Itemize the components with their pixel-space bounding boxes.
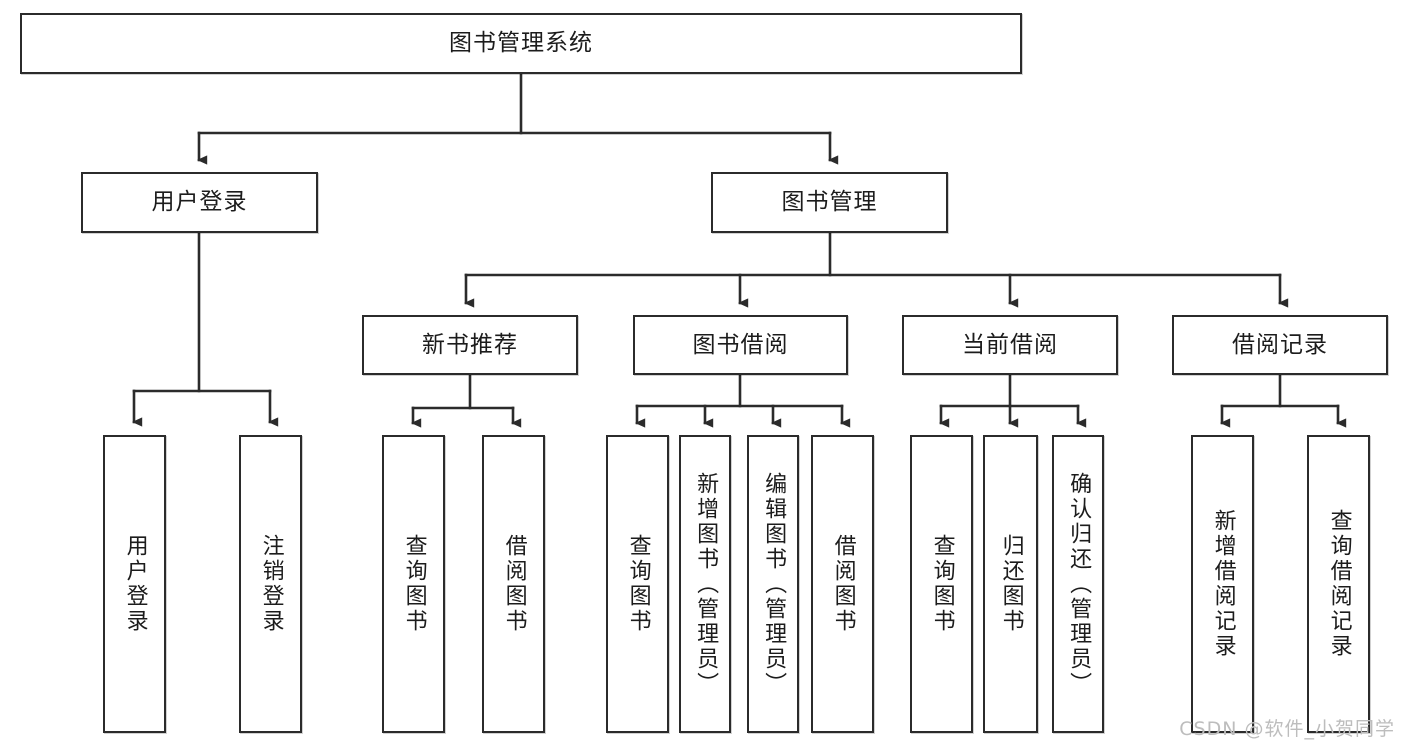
node-book-management-label: 图书管理 [781,189,878,216]
node-book-borrow[interactable]: 图书借阅 [633,315,848,375]
leaf-borrow-edit-book-admin[interactable]: 编辑图书（管理员） [747,435,799,733]
leaf-current-return-book[interactable]: 归还图书 [983,435,1038,733]
node-root[interactable]: 图书管理系统 [20,13,1022,74]
leaf-label: 查询图书 [625,534,651,634]
leaf-recommend-borrow-book[interactable]: 借阅图书 [482,435,545,733]
leaf-label: 注销登录 [258,534,284,634]
leaf-record-add-record[interactable]: 新增借阅记录 [1191,435,1254,733]
node-user-login[interactable]: 用户登录 [81,172,318,233]
leaf-label: 编辑图书（管理员） [761,471,787,697]
node-root-label: 图书管理系统 [449,30,593,57]
node-book-management[interactable]: 图书管理 [711,172,948,233]
leaf-label: 用户登录 [122,534,148,634]
node-borrow-record-label: 借阅记录 [1232,331,1328,358]
leaf-label: 借阅图书 [830,534,856,634]
node-new-book-recommend[interactable]: 新书推荐 [362,315,578,375]
leaf-record-query-record[interactable]: 查询借阅记录 [1307,435,1370,733]
node-new-book-recommend-label: 新书推荐 [422,331,518,358]
leaf-user-login-logout[interactable]: 注销登录 [239,435,302,733]
node-current-borrow[interactable]: 当前借阅 [902,315,1118,375]
leaf-current-query-book[interactable]: 查询图书 [910,435,973,733]
node-borrow-record[interactable]: 借阅记录 [1172,315,1388,375]
leaf-label: 查询图书 [401,534,427,634]
leaf-borrow-borrow-book[interactable]: 借阅图书 [811,435,874,733]
leaf-label: 查询图书 [929,534,955,634]
leaf-user-login-login[interactable]: 用户登录 [103,435,166,733]
node-book-borrow-label: 图书借阅 [692,331,789,358]
leaf-label: 借阅图书 [501,534,527,634]
leaf-label: 确认归还（管理员） [1066,471,1092,697]
watermark-text: CSDN @软件_小贺同学 [1179,718,1395,740]
leaf-label: 查询借阅记录 [1326,509,1352,659]
leaf-label: 新增图书（管理员） [693,471,719,697]
leaf-borrow-add-book-admin[interactable]: 新增图书（管理员） [679,435,731,733]
leaf-recommend-query-book[interactable]: 查询图书 [382,435,445,733]
leaf-borrow-query-book[interactable]: 查询图书 [606,435,669,733]
node-user-login-label: 用户登录 [151,189,248,216]
leaf-label: 归还图书 [998,534,1024,634]
leaf-current-confirm-return-admin[interactable]: 确认归还（管理员） [1052,435,1104,733]
node-current-borrow-label: 当前借阅 [962,331,1058,358]
leaf-label: 新增借阅记录 [1210,509,1236,659]
